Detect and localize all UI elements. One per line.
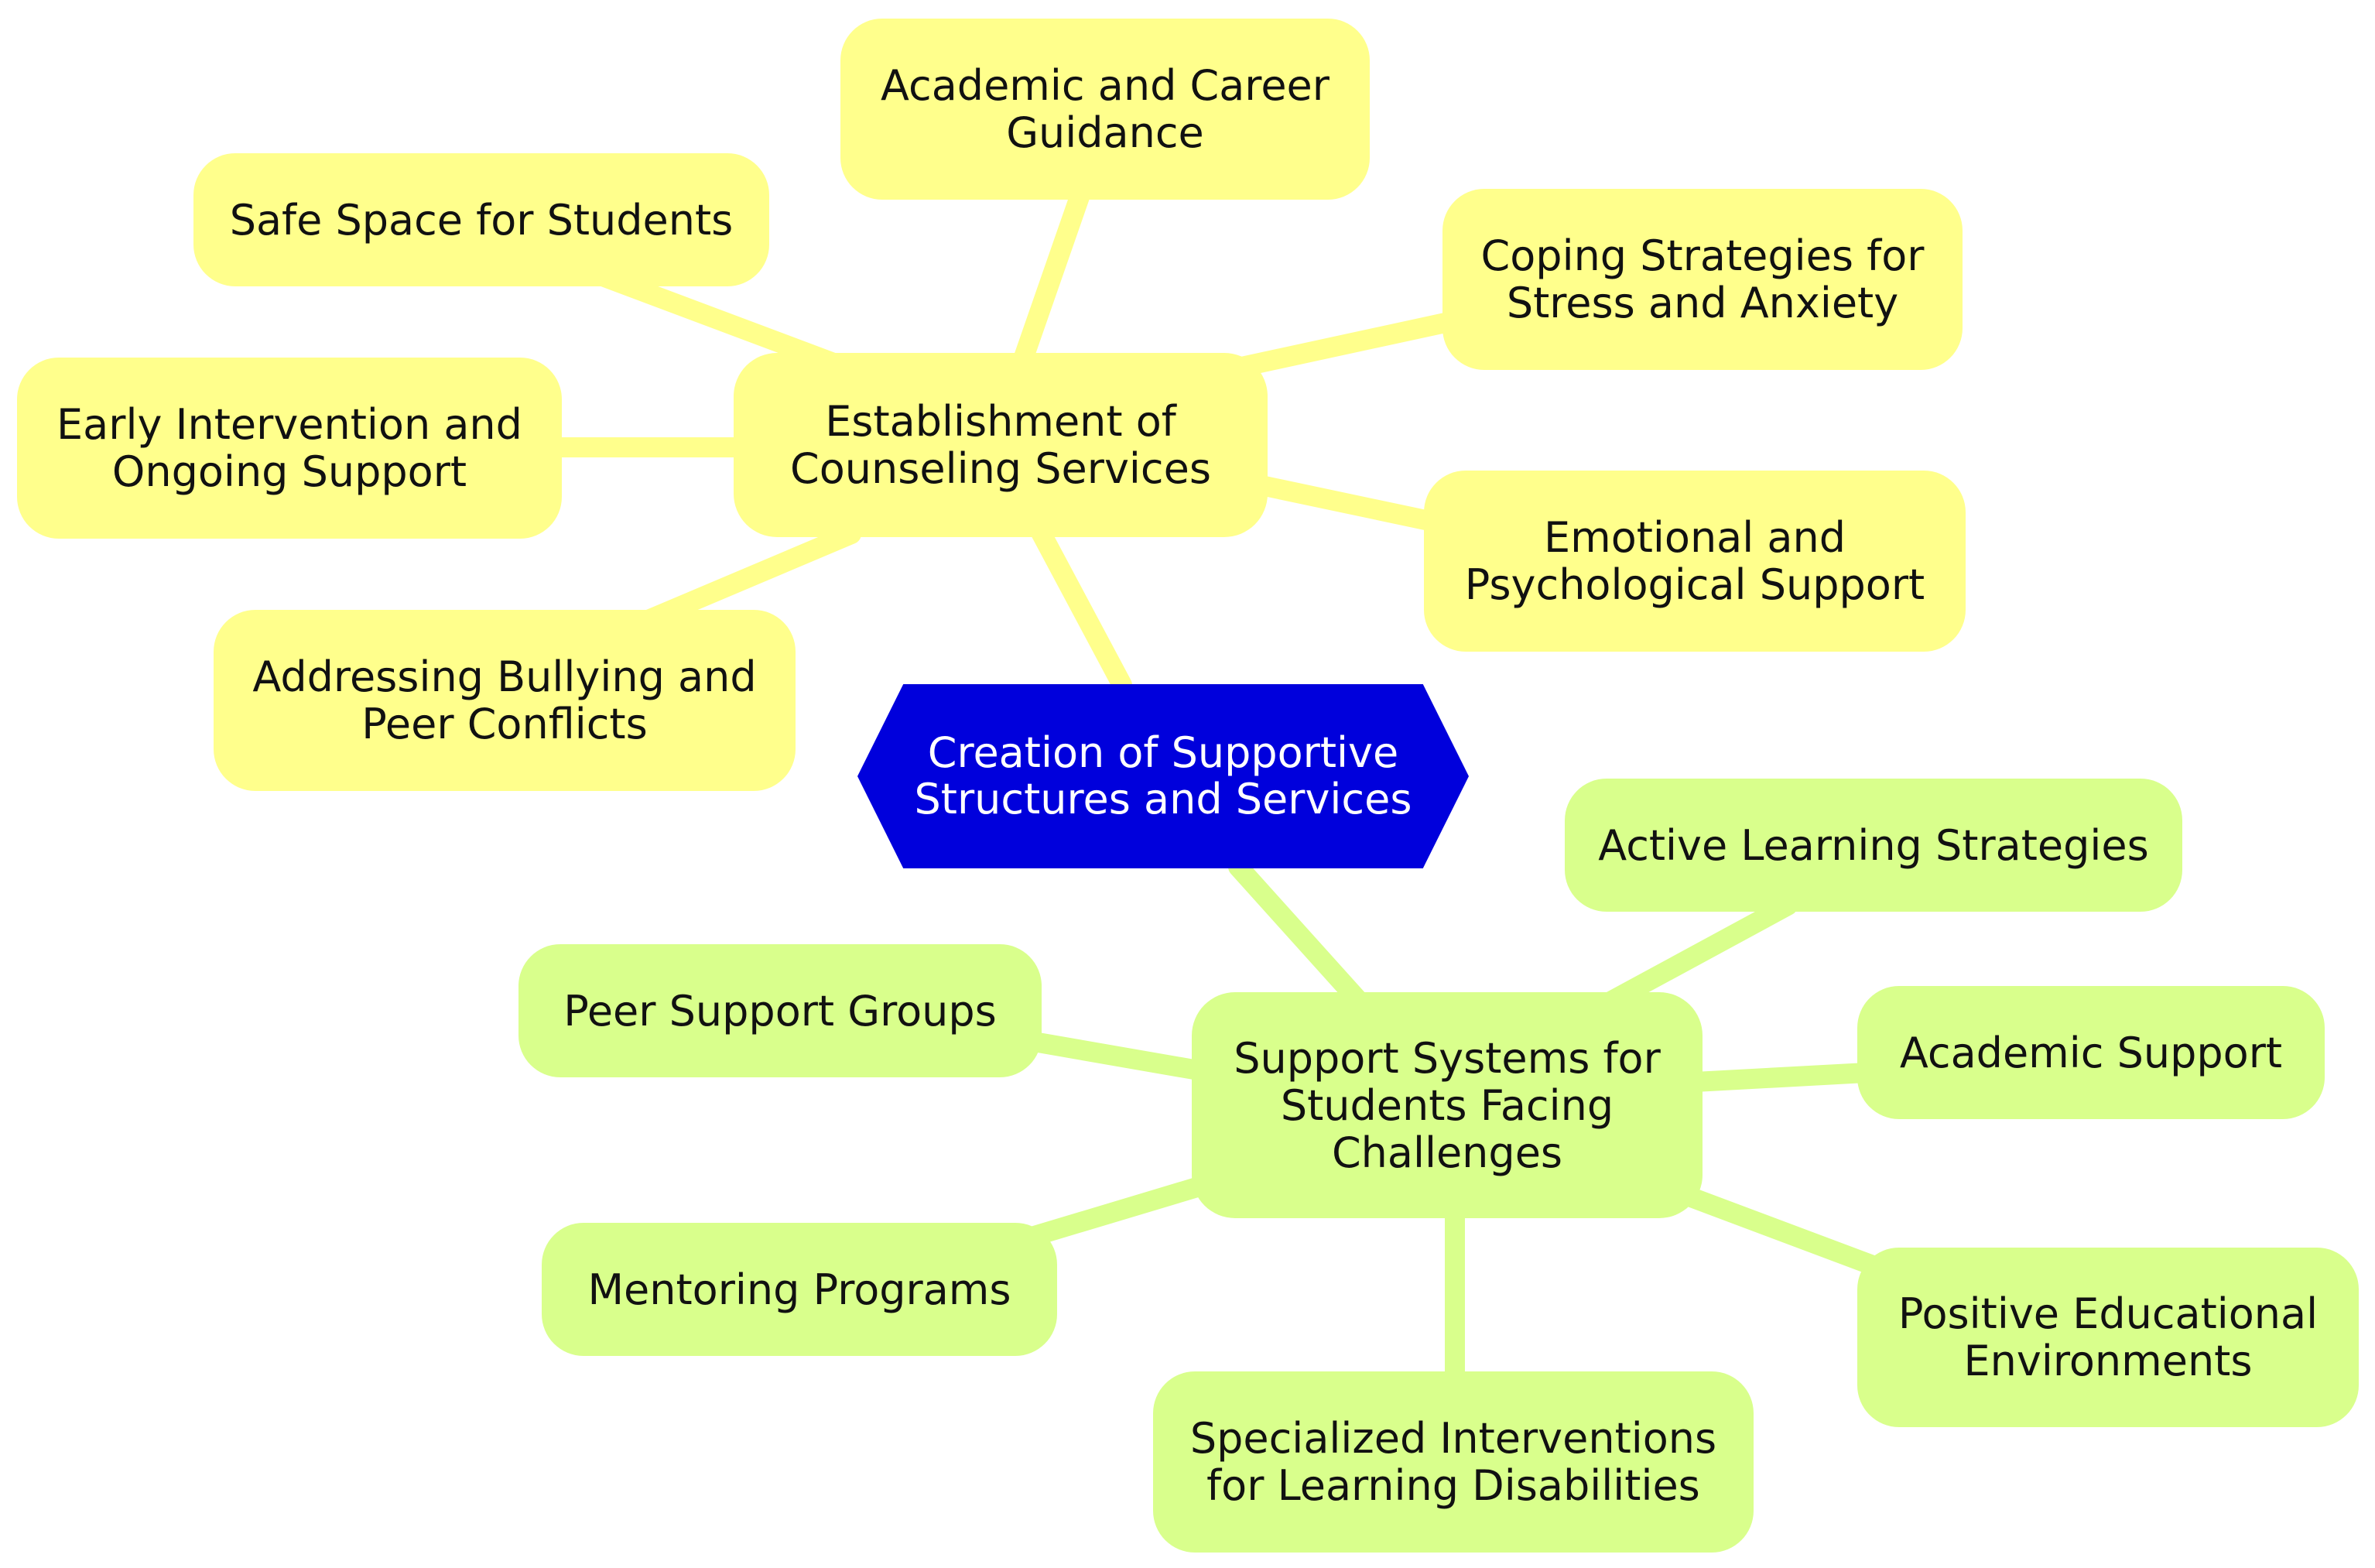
- node-bullying-conflicts-label: Addressing Bullying and Peer Conflicts: [252, 652, 757, 748]
- node-emotional-support-label: Emotional and Psychological Support: [1464, 513, 1925, 609]
- center-node-label: Creation of Supportive Structures and Se…: [914, 728, 1412, 823]
- edge-counseling-bullying: [640, 524, 861, 629]
- node-bullying-conflicts[interactable]: Addressing Bullying and Peer Conflicts: [214, 610, 796, 791]
- node-specialized-interventions-label: Specialized Interventions for Learning D…: [1189, 1414, 1717, 1510]
- node-coping-strategies-label: Coping Strategies for Stress and Anxiety: [1480, 231, 1925, 327]
- node-academic-support[interactable]: Academic Support: [1857, 986, 2325, 1119]
- node-peer-support-groups[interactable]: Peer Support Groups: [518, 944, 1042, 1077]
- node-coping-strategies[interactable]: Coping Strategies for Stress and Anxiety: [1442, 189, 1963, 370]
- center-node[interactable]: Creation of Supportive Structures and Se…: [857, 684, 1469, 868]
- node-positive-environments[interactable]: Positive Educational Environments: [1857, 1248, 2359, 1427]
- edge-center-counseling: [1019, 501, 1132, 695]
- node-counseling-services[interactable]: Establishment of Counseling Services: [734, 353, 1268, 537]
- edge-support-peer-groups: [1019, 1031, 1217, 1082]
- node-academic-career-guidance[interactable]: Academic and Career Guidance: [840, 19, 1370, 200]
- node-mentoring-programs-label: Mentoring Programs: [587, 1265, 1011, 1314]
- edge-counseling-safe-space: [578, 261, 846, 374]
- edge-support-active-learning: [1592, 895, 1798, 1016]
- node-positive-environments-label: Positive Educational Environments: [1898, 1289, 2319, 1385]
- node-active-learning[interactable]: Active Learning Strategies: [1565, 779, 2182, 912]
- node-mentoring-programs[interactable]: Mentoring Programs: [542, 1223, 1057, 1356]
- edge-support-academic-support: [1685, 1062, 1891, 1092]
- edge-counseling-academic-career: [1011, 176, 1093, 374]
- node-academic-career-guidance-label: Academic and Career Guidance: [881, 61, 1330, 157]
- node-safe-space-label: Safe Space for Students: [229, 195, 734, 245]
- node-peer-support-groups-label: Peer Support Groups: [563, 986, 997, 1036]
- node-academic-support-label: Academic Support: [1899, 1028, 2283, 1077]
- edge-counseling-coping: [1228, 307, 1480, 378]
- node-safe-space[interactable]: Safe Space for Students: [193, 153, 769, 286]
- node-counseling-services-label: Establishment of Counseling Services: [790, 397, 1211, 493]
- node-early-intervention[interactable]: Early Intervention and Ongoing Support: [17, 358, 562, 539]
- node-support-systems-label: Support Systems for Students Facing Chal…: [1234, 1033, 1661, 1177]
- edge-counseling-emotional: [1244, 474, 1465, 536]
- node-specialized-interventions[interactable]: Specialized Interventions for Learning D…: [1153, 1371, 1754, 1553]
- node-active-learning-label: Active Learning Strategies: [1598, 820, 2149, 870]
- node-emotional-support[interactable]: Emotional and Psychological Support: [1424, 471, 1966, 652]
- node-support-systems[interactable]: Support Systems for Students Facing Chal…: [1192, 992, 1703, 1218]
- node-early-intervention-label: Early Intervention and Ongoing Support: [56, 400, 522, 496]
